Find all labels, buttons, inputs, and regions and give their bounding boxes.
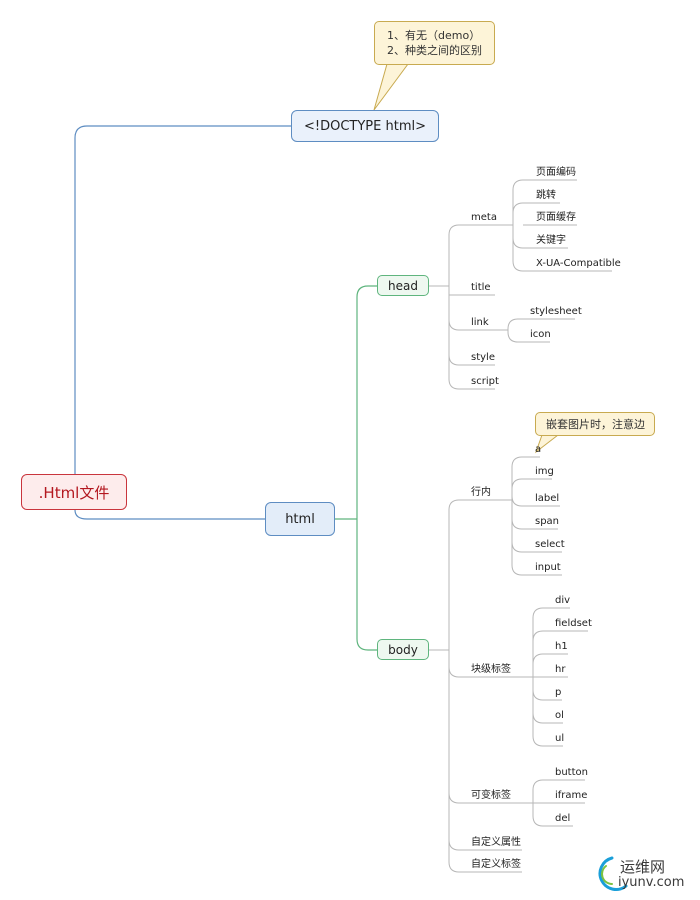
- meta-item[interactable]: X-UA-Compatible: [536, 258, 621, 269]
- inline-item[interactable]: img: [535, 466, 554, 477]
- root-node[interactable]: .Html文件: [21, 474, 127, 510]
- head-child-script[interactable]: script: [471, 376, 499, 387]
- connector-html-body: [356, 519, 377, 651]
- variable-item[interactable]: iframe: [555, 790, 588, 801]
- inline-item[interactable]: span: [535, 516, 560, 527]
- inline-item[interactable]: input: [535, 562, 561, 573]
- body-node[interactable]: body: [377, 639, 429, 660]
- head-child-meta[interactable]: meta: [471, 212, 497, 223]
- meta-item[interactable]: 关键字: [536, 235, 566, 246]
- block-item[interactable]: ol: [555, 710, 564, 721]
- inline-item[interactable]: label: [535, 493, 560, 504]
- doctype-note-line-1: 1、有无（demo）: [387, 29, 481, 42]
- block-item[interactable]: p: [555, 687, 562, 698]
- body-child-custom-attr[interactable]: 自定义属性: [471, 837, 521, 848]
- body-child-variable[interactable]: 可变标签: [471, 790, 511, 801]
- doctype-node[interactable]: <!DOCTYPE html>: [291, 110, 439, 142]
- inline-note-callout: 嵌套图片时，注意边: [535, 412, 655, 436]
- inline-item[interactable]: select: [535, 539, 565, 550]
- connector-root-doctype: [74, 125, 291, 474]
- head-child-title[interactable]: title: [471, 282, 491, 293]
- body-child-inline[interactable]: 行内: [471, 487, 491, 498]
- html-node[interactable]: html: [265, 502, 335, 536]
- doctype-note-line-2: 2、种类之间的区别: [387, 44, 482, 57]
- meta-item[interactable]: 页面缓存: [536, 212, 576, 223]
- variable-item[interactable]: button: [555, 767, 588, 778]
- body-child-custom-tag[interactable]: 自定义标签: [471, 859, 521, 870]
- block-item[interactable]: h1: [555, 641, 568, 652]
- inline-item[interactable]: a: [535, 444, 542, 455]
- head-child-link[interactable]: link: [471, 317, 489, 328]
- connector-root-html: [74, 509, 265, 520]
- block-item[interactable]: fieldset: [555, 618, 592, 629]
- block-item[interactable]: div: [555, 595, 571, 606]
- watermark-url: iyunv.com: [618, 875, 685, 890]
- head-child-style[interactable]: style: [471, 352, 495, 363]
- inline-note-text: 嵌套图片时，注意边: [546, 418, 645, 431]
- block-item[interactable]: ul: [555, 733, 565, 744]
- doctype-note-callout: 1、有无（demo） 2、种类之间的区别: [374, 21, 495, 65]
- link-item[interactable]: icon: [530, 329, 551, 340]
- meta-item[interactable]: 页面编码: [536, 167, 576, 178]
- body-child-block[interactable]: 块级标签: [471, 664, 511, 675]
- connector-html-head: [356, 285, 377, 519]
- watermark-logo-icon: [598, 856, 628, 891]
- block-item[interactable]: hr: [555, 664, 566, 675]
- callout1-tail: [373, 63, 409, 111]
- meta-item[interactable]: 跳转: [536, 190, 556, 201]
- head-node[interactable]: head: [377, 275, 429, 296]
- watermark-cn: 运维网: [620, 858, 666, 876]
- variable-item[interactable]: del: [555, 813, 571, 824]
- link-item[interactable]: stylesheet: [530, 306, 582, 317]
